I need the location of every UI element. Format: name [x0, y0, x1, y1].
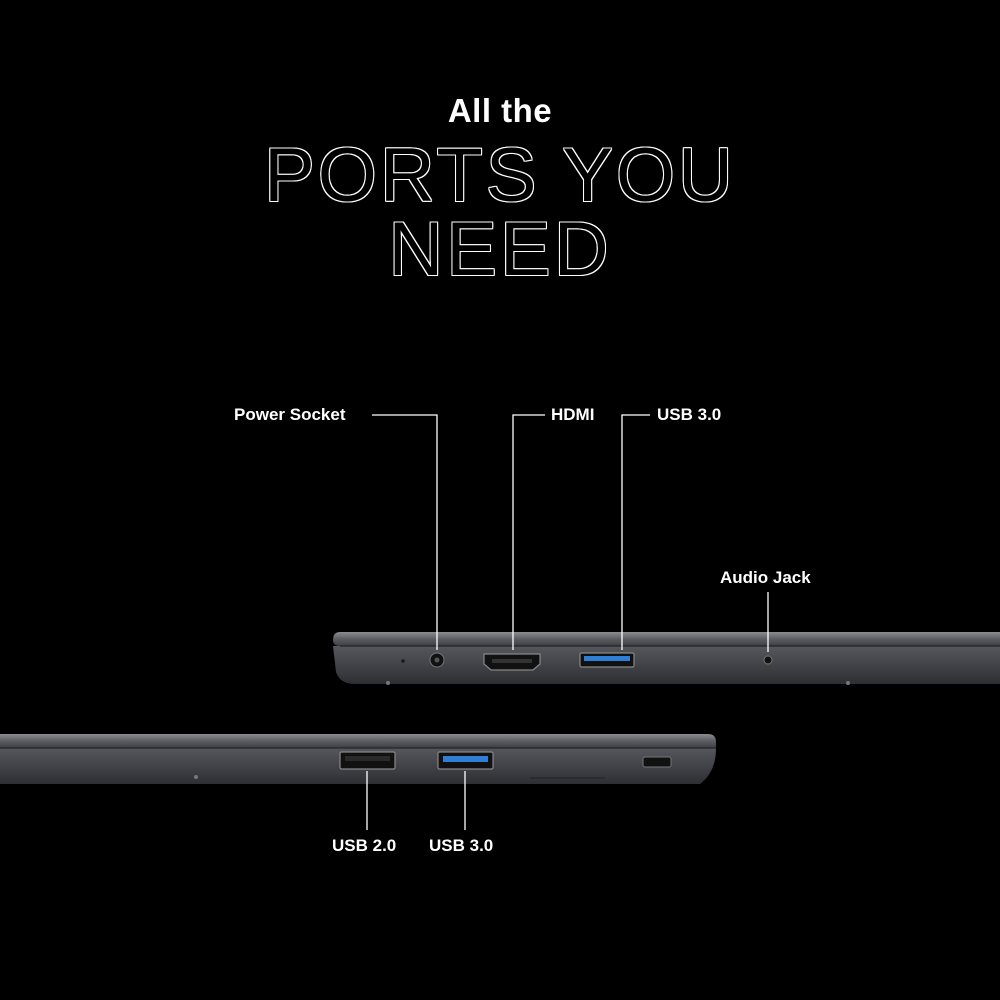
callout-lines: [366, 414, 769, 830]
headline-large-line1: PORTS YOU: [264, 133, 736, 218]
headline-small: All the: [447, 92, 553, 129]
power-socket-callout: [372, 414, 438, 650]
audio-jack-label: Audio Jack: [720, 568, 811, 587]
power-socket-label: Power Socket: [234, 405, 346, 424]
kensington-lock-slot: [642, 756, 672, 768]
hdmi-label: HDMI: [551, 405, 595, 424]
laptop-right-side: [333, 632, 1000, 685]
audio-jack-port: [763, 655, 773, 665]
headline-large-line2: NEED: [388, 207, 612, 292]
led-indicator: [401, 659, 405, 663]
usb30-left-label: USB 3.0: [429, 836, 494, 855]
usb30-right-label: USB 3.0: [657, 405, 722, 424]
usb20-label: USB 2.0: [332, 836, 397, 855]
laptop-left-side: [0, 734, 716, 784]
usb30-right-callout: [621, 414, 650, 650]
hdmi-callout: [512, 414, 545, 650]
